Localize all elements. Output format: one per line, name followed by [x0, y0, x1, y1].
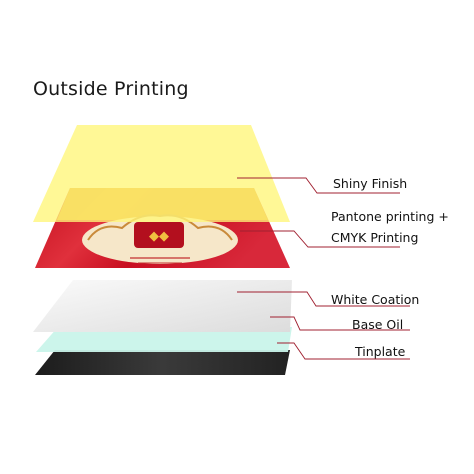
leader-lines [237, 177, 410, 360]
label-white-coation: White Coation [331, 292, 420, 307]
base-oil-layer [36, 327, 292, 352]
svg-text:◆◆: ◆◆ [149, 229, 169, 244]
leader-line-base-oil [270, 316, 410, 331]
label-pantone-printing: Pantone printing + [331, 209, 449, 224]
diagram-title: Outside Printing [33, 78, 189, 100]
white-coating-layer [33, 280, 292, 332]
leader-line-pantone [240, 230, 400, 248]
leader-line-tinplate [277, 342, 410, 360]
label-cmyk-printing: CMYK Printing [331, 230, 419, 245]
label-shiny-finish: Shiny Finish [333, 176, 408, 191]
leader-line-white-coation [237, 291, 410, 307]
label-base-oil: Base Oil [352, 317, 404, 332]
leader-line-shiny-finish [237, 177, 400, 194]
label-tinplate: Tinplate [355, 344, 406, 359]
tinplate-layer [35, 350, 290, 375]
shiny-finish-layer [33, 125, 290, 222]
